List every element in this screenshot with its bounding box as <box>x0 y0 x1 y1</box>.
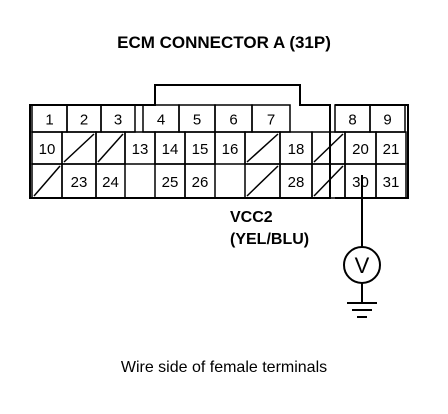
pin-label: 16 <box>222 141 239 158</box>
connector-outline <box>29 84 331 199</box>
pin-label: 31 <box>383 174 400 191</box>
connector-title: ECM CONNECTOR A (31P) <box>117 33 331 52</box>
pin-label: 7 <box>267 112 275 129</box>
pin-label: 14 <box>162 141 179 158</box>
pin-label: 26 <box>192 174 209 191</box>
pin-cell <box>95 163 126 199</box>
pin-label: 24 <box>102 174 119 191</box>
pin-label: 23 <box>71 174 88 191</box>
empty-pin-slash <box>63 133 95 163</box>
diagram-caption: Wire side of female terminals <box>121 359 327 376</box>
voltmeter-symbol: V <box>355 253 370 278</box>
pin-label: 18 <box>288 141 305 158</box>
pin-label: 15 <box>192 141 209 158</box>
pin-label: 3 <box>114 112 122 129</box>
empty-pin-slash <box>313 133 344 163</box>
pin-label: 2 <box>80 112 88 129</box>
signal-wire-color: (YEL/BLU) <box>230 231 309 248</box>
signal-name: VCC2 <box>230 209 273 226</box>
empty-pin-slash <box>97 133 124 163</box>
pin-label: 28 <box>288 174 305 191</box>
pin-cell <box>184 163 216 199</box>
empty-pin-slash <box>246 165 279 197</box>
pin-label: 6 <box>229 112 237 129</box>
pin-cell <box>375 163 407 199</box>
pin-label: 4 <box>157 112 165 129</box>
pin-label: 30 <box>352 174 369 191</box>
empty-pin-slash <box>33 165 61 197</box>
empty-pin-slash <box>246 133 279 163</box>
empty-pin-slash <box>313 165 344 197</box>
pin-label: 8 <box>348 112 356 129</box>
pin-label: 10 <box>39 141 56 158</box>
pin-label: 9 <box>383 112 391 129</box>
pin-label: 1 <box>45 112 53 129</box>
pin-label: 20 <box>352 141 369 158</box>
pin-label: 13 <box>132 141 149 158</box>
pin-label: 25 <box>162 174 179 191</box>
pin-label: 21 <box>383 141 400 158</box>
pin-label: 5 <box>193 112 201 129</box>
